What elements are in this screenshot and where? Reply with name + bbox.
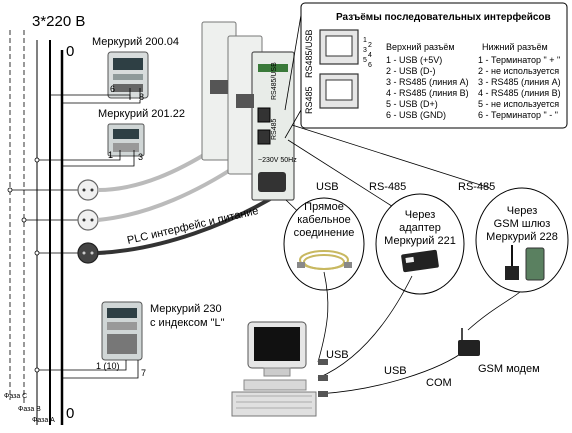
meter-mercury-200 xyxy=(107,51,149,99)
meter1-name: Меркурий 200.04 xyxy=(92,36,179,48)
device-stack xyxy=(201,21,295,201)
bus-zero-bottom: 0 xyxy=(66,405,74,422)
option1-line2: кабельное xyxy=(297,214,351,226)
link-usb-label: USB xyxy=(316,181,339,193)
svg-text:2: 2 xyxy=(368,42,372,49)
upper-pin-3: 3 - RS485 (линия А) xyxy=(386,77,469,87)
svg-text:1: 1 xyxy=(363,37,367,44)
pc-port-usb-1: USB xyxy=(326,349,349,361)
option-gsm-228 xyxy=(475,187,569,293)
device-power-label: ~230V 50Hz xyxy=(258,157,297,164)
option1-line3: соединение xyxy=(294,227,355,239)
power-bus xyxy=(9,30,64,425)
link-rs485-b-label: RS-485 xyxy=(458,181,495,193)
device-port-upper-label: RS485/USB xyxy=(271,62,278,100)
lower-pin-5: 5 - не используется xyxy=(478,99,559,109)
upper-pin-2: 2 - USB (D-) xyxy=(386,66,436,76)
meter1-terminal-a: 6 xyxy=(110,84,115,94)
link-rs485-a-label: RS-485 xyxy=(369,181,406,193)
socket-2 xyxy=(24,209,99,231)
upper-pin-4: 4 - RS485 (линия В) xyxy=(386,88,469,98)
option-adapter-221 xyxy=(375,193,465,295)
usb-cable-icon xyxy=(297,250,352,270)
meter-mercury-201 xyxy=(107,123,145,157)
adapter-221-icon xyxy=(401,249,439,273)
svg-text:4: 4 xyxy=(368,52,372,59)
pc-port-usb-2: USB xyxy=(384,365,407,377)
connector-box-title: Разъёмы последовательных интерфейсов xyxy=(336,11,551,23)
lower-pin-1: 1 - Терминатор " + " xyxy=(478,55,560,65)
socket-3 xyxy=(37,242,99,264)
computer-icon xyxy=(231,321,317,417)
meter1-terminal-b: 8 xyxy=(139,92,144,102)
pc-port-com: COM xyxy=(426,377,452,389)
lower-connector-title: Нижний разъём xyxy=(482,42,548,52)
svg-text:3: 3 xyxy=(363,47,367,54)
svg-text:6: 6 xyxy=(368,62,372,69)
option2-line1: Через xyxy=(405,209,436,221)
meter3-name: Меркурий 230 xyxy=(150,303,222,315)
socket-1 xyxy=(10,179,99,201)
option1-line1: Прямое xyxy=(304,201,344,213)
gsm-gateway-icon xyxy=(505,245,545,281)
connector-lower-port-label: RS485 xyxy=(304,86,314,114)
meter2-name: Меркурий 201.22 xyxy=(98,108,185,120)
connector-upper-port-label: RS485/USB xyxy=(304,29,314,78)
meter3-terminal-b: 7 xyxy=(141,368,146,378)
upper-pin-6: 6 - USB (GND) xyxy=(386,110,446,120)
meter3-terminal-a: 1 (10) xyxy=(96,361,120,371)
device-port-lower-label: RS485 xyxy=(271,118,278,140)
lower-pin-4: 4 - RS485 (линия В) xyxy=(478,88,561,98)
connector-info-box xyxy=(284,2,568,139)
bus-title: 3*220 В xyxy=(32,13,85,30)
phase-a-label: Фаза А xyxy=(32,417,55,424)
option3-line2: GSM шлюз xyxy=(494,218,551,230)
phase-c-label: Фаза С xyxy=(4,393,27,400)
bus-zero-top: 0 xyxy=(66,43,74,60)
meter-mercury-230 xyxy=(101,301,143,361)
option2-line3: Меркурий 221 xyxy=(384,235,456,247)
svg-text:5: 5 xyxy=(363,57,367,64)
option2-line2: адаптер xyxy=(399,222,441,234)
meter3-subtitle: с индексом "L" xyxy=(150,317,225,329)
option3-line3: Меркурий 228 xyxy=(486,231,558,243)
lower-pin-2: 2 - не используется xyxy=(478,66,559,76)
upper-pin-1: 1 - USB (+5V) xyxy=(386,55,442,65)
gsm-modem-label: GSM модем xyxy=(478,363,540,375)
upper-pin-5: 5 - USB (D+) xyxy=(386,99,438,109)
lower-pin-3: 3 - RS485 (линия А) xyxy=(478,77,561,87)
meter2-terminal-b: 3 xyxy=(138,152,143,162)
lower-pin-6: 6 - Терминатор " - " xyxy=(478,110,558,120)
phase-b-label: Фаза В xyxy=(18,406,41,413)
upper-connector-title: Верхний разъём xyxy=(386,42,455,52)
gsm-modem-icon xyxy=(458,328,480,356)
option3-line1: Через xyxy=(507,205,538,217)
meter2-terminal-a: 1 xyxy=(108,150,113,160)
pin-numbers-upper: 1 2 3 4 5 6 xyxy=(363,37,372,69)
